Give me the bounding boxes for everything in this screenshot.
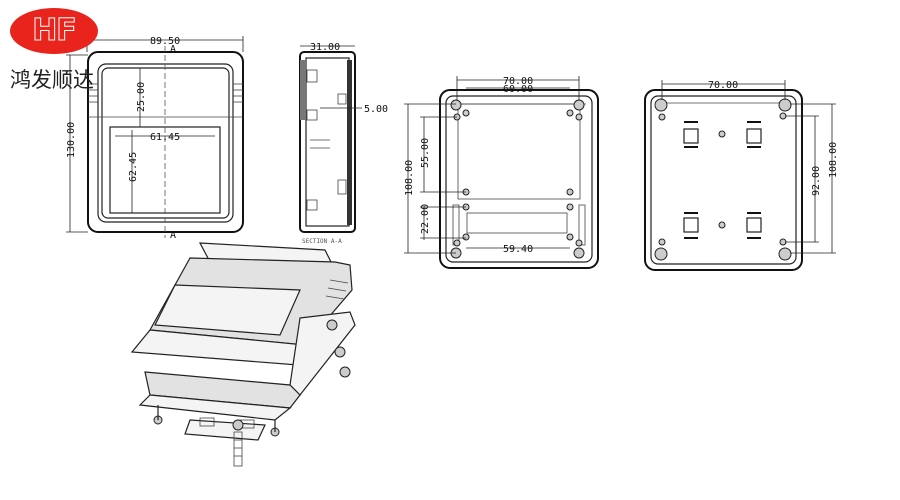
back-view-pcb: 70.00 60.00 108.00 55.00 22.00 59.40 — [404, 76, 599, 269]
dim-inner-holes: 60.00 — [503, 84, 533, 95]
dim-wall: 5.00 — [364, 104, 388, 115]
dim-outer-holes: 70.00 — [503, 76, 533, 87]
dim-inner-height: 92.00 — [811, 166, 822, 196]
dim-height-108: 108.00 — [404, 160, 415, 196]
back-view-mount: 70.00 92.00 108.00 — [644, 80, 839, 271]
dim-window-height: 62.45 — [128, 152, 139, 182]
dim-width: 89.50 — [150, 36, 180, 47]
dim-lower-spacing: 22.00 — [420, 204, 431, 234]
section-view: 31.00 5.00 SECTION A-A — [299, 42, 388, 245]
section-mark-top: A — [170, 44, 176, 55]
dim-hole-spacing: 70.00 — [708, 80, 738, 91]
dim-window-width: 61.45 — [150, 132, 180, 143]
logo-text: HF — [32, 13, 78, 49]
section-caption: SECTION A-A — [302, 238, 342, 245]
dim-upper-spacing: 55.00 — [420, 138, 431, 168]
exploded-isometric-view — [130, 242, 356, 467]
dim-slot-width: 59.40 — [503, 244, 533, 255]
brand-logo: HF — [10, 8, 98, 54]
dim-height: 130.00 — [66, 122, 77, 158]
dim-top-offset: 25.00 — [136, 82, 147, 112]
section-mark-bottom: A — [170, 230, 176, 241]
dim-height-108b: 108.00 — [828, 142, 839, 178]
brand-name: 鸿发顺达 — [10, 68, 94, 92]
front-view: A A 89.50 130.00 25.00 61.45 62.45 — [66, 36, 244, 241]
dim-depth: 31.00 — [310, 42, 340, 53]
